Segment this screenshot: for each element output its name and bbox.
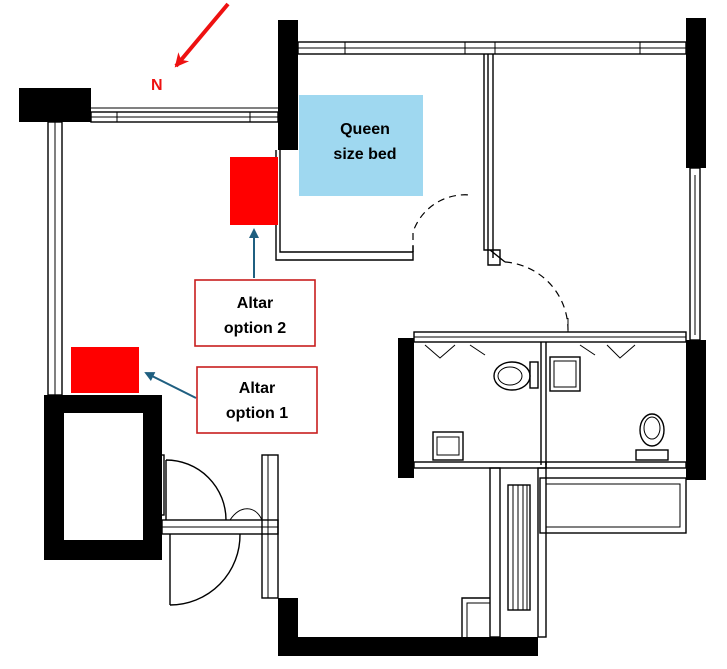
altar-option-1-marker: [71, 347, 139, 393]
doors: [412, 194, 569, 332]
bed-shape: [299, 95, 423, 196]
altar-option-1-line2: option 1: [226, 405, 288, 422]
wall-column-entry: [44, 395, 162, 560]
wall-bedroom-west: [278, 20, 298, 150]
bedroom-partitions: [275, 54, 506, 266]
altar-option-1-arrow: [144, 372, 197, 399]
altar-option-2-line2: option 2: [224, 320, 286, 337]
wall-east-lower: [686, 340, 706, 480]
bed-label-line1: Queen: [340, 121, 390, 138]
north-arrow-icon: [174, 2, 230, 68]
bed-label-line2: size bed: [333, 146, 396, 163]
door-bedroom-swing: [412, 194, 471, 252]
entry-door: [145, 454, 279, 606]
altar-option-1-line1: Altar: [239, 380, 275, 397]
altar-option-1-callout: Altar option 1: [196, 366, 318, 434]
service-area: [461, 467, 687, 638]
window-west: [47, 121, 63, 396]
wall-east-upper: [686, 18, 706, 168]
wall-bathroom-west: [398, 338, 414, 478]
windows-north: [90, 41, 687, 123]
wall-block-northwest: [19, 88, 91, 122]
window-east: [689, 167, 701, 341]
altar-option-2-marker: [230, 157, 278, 225]
bathroom-walls: [413, 331, 687, 469]
altar-option-2-line1: Altar: [237, 295, 273, 312]
structural-walls: [19, 18, 706, 656]
north-label: N: [151, 77, 163, 94]
door-bath-swing: [504, 261, 569, 331]
altar-option-2-callout: Altar option 2: [194, 279, 316, 347]
queen-bed: Queen size bed: [299, 95, 423, 196]
north-compass: N: [151, 2, 230, 94]
wall-south: [278, 637, 538, 656]
